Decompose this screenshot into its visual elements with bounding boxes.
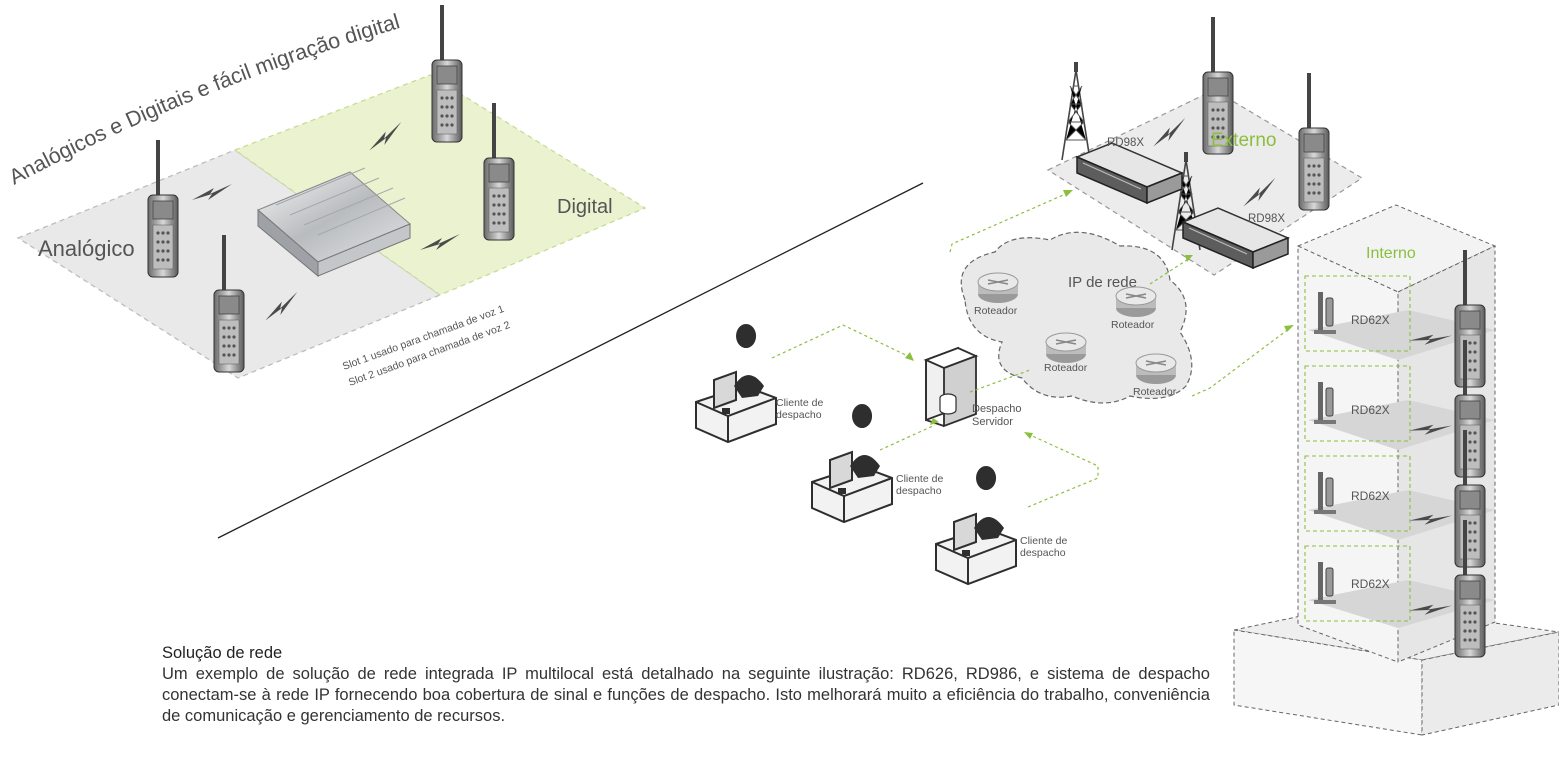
- dispatch-client-1: [695, 323, 777, 443]
- server-label-1: Despacho: [972, 403, 1022, 415]
- analog-zone: [16, 149, 442, 379]
- building: [1233, 204, 1559, 736]
- floor-2: [1304, 339, 1495, 478]
- arrow-heads: [905, 190, 1294, 439]
- client-2-label-line2: despacho: [896, 485, 942, 497]
- router-label: Roteador: [1044, 362, 1088, 374]
- floor-1: [1304, 249, 1495, 388]
- client-1-label-line1: Cliente de: [776, 397, 823, 409]
- client-3-label-line2: despacho: [1020, 547, 1066, 559]
- repeater-ext-1-label: RD98X: [1107, 137, 1144, 149]
- router-label: Roteador: [1133, 386, 1177, 398]
- digital-radio-1: [431, 4, 463, 143]
- ip-network-cloud: [960, 231, 1193, 404]
- router-icon: [1115, 286, 1157, 318]
- section-body: Um exemplo de solução de rede integrada …: [162, 665, 1210, 725]
- repeater-int-label-3: RD62X: [1351, 489, 1390, 503]
- tower-icon: [1061, 61, 1091, 161]
- section-heading: Solução de rede: [162, 644, 283, 662]
- repeater-int-label-1: RD62X: [1351, 313, 1390, 327]
- zone-analog-label: Analógico: [38, 236, 135, 261]
- dispatch-client-2: [811, 403, 893, 523]
- router-label: Roteador: [1111, 319, 1155, 331]
- cloud-label: IP de rede: [1068, 274, 1137, 291]
- repeater-int-label-2: RD62X: [1351, 403, 1390, 417]
- network-links: [771, 191, 1291, 508]
- dispatch-client-3: [935, 465, 1017, 585]
- external-label: Externo: [1211, 130, 1276, 151]
- zone-digital-label: Digital: [557, 196, 613, 218]
- router-icon: [977, 272, 1019, 304]
- router-label: Roteador: [974, 305, 1018, 317]
- repeater-ext-2-label: RD98X: [1248, 213, 1285, 225]
- client-1-label-line2: despacho: [776, 409, 822, 421]
- divider-line: [217, 182, 924, 539]
- internal-label: Interno: [1366, 245, 1416, 262]
- floor-3: [1304, 429, 1495, 568]
- floor-4: [1304, 519, 1495, 658]
- external-radio-2: [1298, 72, 1330, 211]
- client-3-label-line1: Cliente de: [1020, 535, 1067, 547]
- server-label-2: Servidor: [972, 416, 1013, 428]
- analog-radio-1: [147, 139, 179, 278]
- router-icon: [1045, 332, 1087, 364]
- external-zone: [1046, 89, 1364, 276]
- client-2-label-line1: Cliente de: [896, 473, 943, 485]
- router-icon: [1135, 353, 1177, 385]
- repeater-int-label-4: RD62X: [1351, 577, 1390, 591]
- description-block: Solução de rede Um exemplo de solução de…: [162, 643, 1210, 727]
- gateway-device: [257, 167, 411, 278]
- dispatch-server: [923, 346, 979, 428]
